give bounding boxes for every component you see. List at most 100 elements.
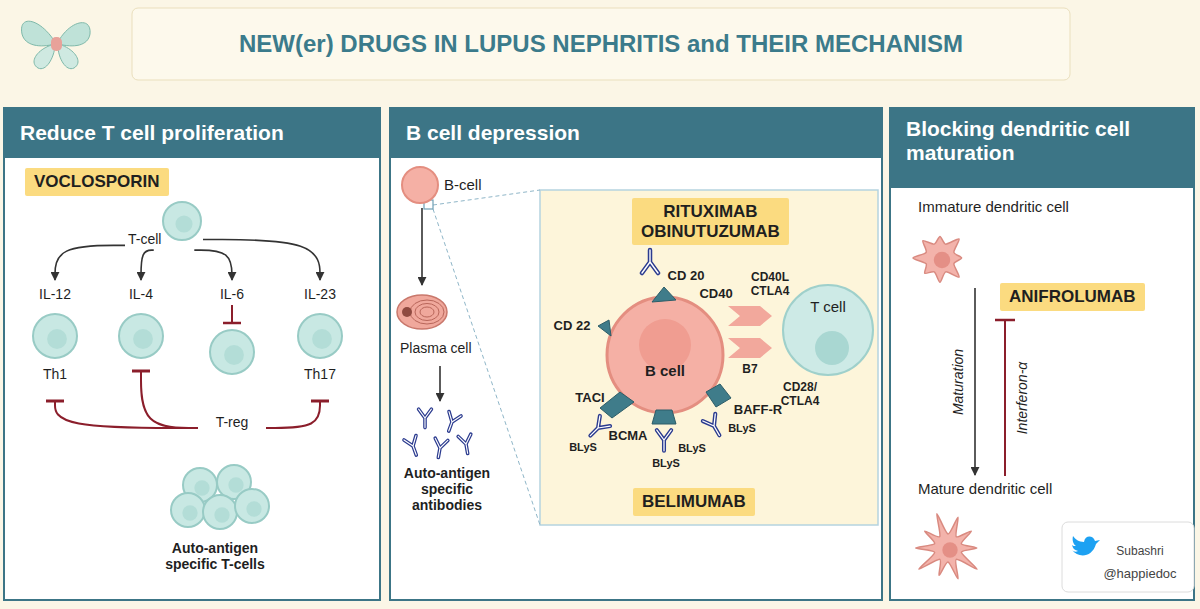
inhibition-line (231, 305, 233, 322)
antibody-inner (585, 416, 610, 441)
node-drawing (397, 295, 447, 329)
molecule-label: TACI (575, 391, 604, 406)
butterfly-wing (22, 21, 55, 46)
cd20-receptor (652, 287, 676, 302)
panel: B cell depressionB-cellPlasma cellAuto-a… (390, 108, 882, 600)
drug-name: RITUXIMAB OBINUTUZUMAB (641, 202, 780, 241)
cell-node: B-cell (398, 164, 498, 206)
antibody-inner (404, 436, 422, 458)
drug-label: VOCLOSPORIN (25, 168, 169, 196)
cell-label: Th1 (25, 366, 85, 382)
edge-label: Maturation (950, 347, 966, 417)
antibody (703, 414, 726, 439)
node-shape (392, 404, 504, 522)
butterfly-body (51, 37, 62, 51)
antibody-outer (458, 434, 474, 454)
cell (163, 202, 201, 240)
arrow-connector (421, 208, 423, 285)
antibody (657, 430, 671, 451)
cell (210, 330, 254, 374)
bcma-receptor (652, 410, 676, 424)
drug-name: VOCLOSPORIN (34, 172, 160, 192)
zoom-inset (540, 190, 878, 525)
cell (183, 468, 217, 502)
cell-label: T-reg (202, 414, 262, 430)
panel-heading: Reduce T cell proliferation (20, 121, 284, 145)
node-drawing (916, 514, 978, 579)
node-drawing (913, 236, 962, 282)
arrow-connector (203, 240, 320, 280)
molecule-label: BLyS (728, 422, 756, 435)
node-shape (782, 284, 874, 376)
arrow-connector (974, 288, 976, 475)
drug-name: BELIMUMAB (642, 492, 746, 512)
drug-label: BELIMUMAB (633, 488, 755, 516)
twitter-bird (1072, 536, 1100, 555)
node-drawing (783, 285, 873, 375)
node-drawing (163, 202, 201, 240)
node-drawing (210, 305, 254, 374)
arrow-connector (194, 250, 232, 280)
node-shape (908, 196, 1068, 286)
node-drawing (298, 314, 342, 358)
chevron (728, 338, 772, 358)
antibody-inner (419, 409, 432, 427)
plasma-er (415, 304, 439, 321)
zoom-line (433, 190, 540, 205)
cell (235, 489, 269, 523)
cell-label: Th17 (290, 366, 350, 382)
antibody-outer (432, 438, 448, 458)
cell-nucleus (312, 329, 332, 349)
cd22-receptor (598, 320, 611, 336)
zoom-line (433, 209, 540, 525)
cell-nucleus (47, 329, 67, 349)
antibody-inner (458, 434, 474, 454)
chevron (728, 306, 772, 326)
cell-nucleus (228, 477, 243, 492)
title-banner (132, 8, 1070, 80)
molecule-label: CD28/ CTLA4 (777, 381, 823, 409)
molecule-label: B7 (742, 363, 757, 377)
cell-nucleus (246, 501, 261, 516)
cell-label: T cell (798, 298, 858, 315)
molecule-label: CD 22 (554, 319, 591, 334)
zoom-square (424, 200, 433, 209)
antibody-outer (703, 414, 726, 439)
cell-label: Plasma cell (400, 340, 472, 356)
node-drawing (585, 250, 772, 451)
cell-label: B-cell (444, 176, 482, 193)
molecule-label: BLyS (678, 442, 706, 455)
cell-node: IL-4 (108, 284, 174, 366)
cytokine-label: Interferon-α (1014, 362, 1030, 435)
arrow-connector (141, 250, 154, 280)
node-shape (394, 288, 504, 364)
cell-label: T-cell (128, 231, 161, 247)
cell-label: IL-4 (111, 286, 171, 302)
node-shape (287, 284, 353, 396)
node-shape (605, 295, 725, 415)
antibody (642, 250, 658, 273)
panel-heading: B cell depression (406, 121, 580, 145)
dendritic-nucleus (934, 252, 951, 269)
cell-node: Auto-antigen specific T-cells (150, 462, 281, 584)
antibody (404, 436, 422, 458)
node-shape (22, 284, 88, 396)
t-cell-nucleus (815, 331, 849, 365)
antibody-inner (443, 412, 461, 434)
antibody-outer (443, 412, 461, 434)
b-cell (607, 297, 723, 413)
plasma-nucleus (402, 307, 412, 317)
cell-nucleus (194, 480, 209, 495)
taci-receptor (600, 392, 634, 418)
cell-label: Mature dendritic cell (918, 480, 1052, 497)
molecule-label: BLyS (569, 441, 597, 454)
panel-header (4, 108, 380, 158)
inhibition-bar (995, 319, 1015, 322)
node-shape (198, 284, 266, 442)
cell-label: Auto-antigen specific antibodies (397, 465, 497, 513)
cell-label: B cell (630, 362, 700, 379)
b-cell (402, 167, 438, 203)
antibody-inner (642, 250, 658, 273)
drug-name: ANIFROLUMAB (1009, 287, 1136, 307)
cell (33, 314, 77, 358)
